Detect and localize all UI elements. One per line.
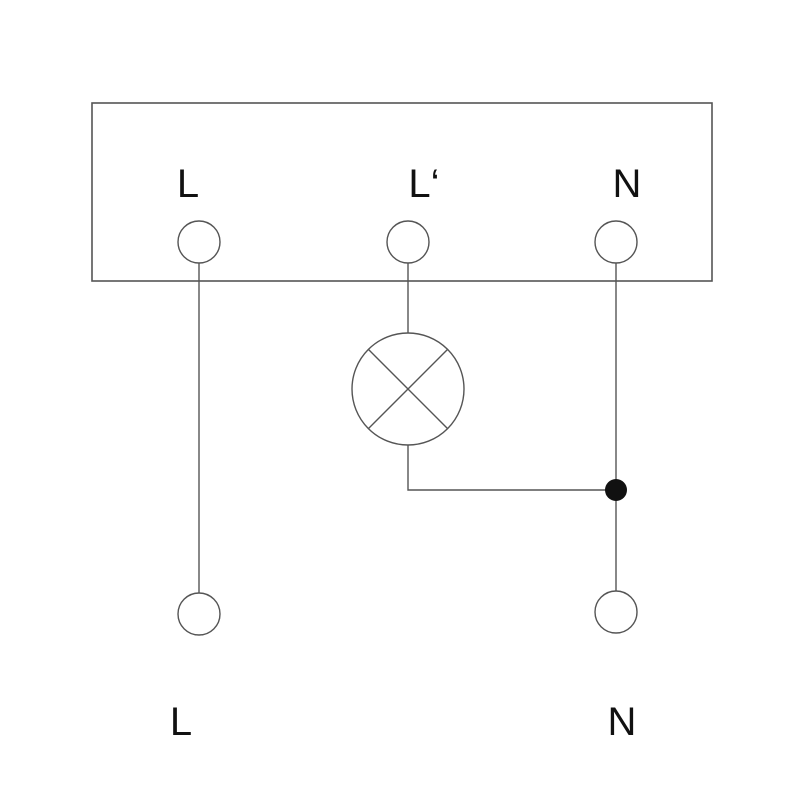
lamp-cross-b [367, 348, 449, 430]
terminal-l-prime [386, 220, 430, 264]
terminal-l [177, 220, 221, 264]
bottom-terminal-l [177, 592, 221, 636]
label-n: N [613, 162, 642, 206]
bottom-label-l: L [170, 700, 192, 744]
bottom-label-n: N [608, 700, 637, 744]
label-l: L [177, 162, 199, 206]
wire-lamp-to-junction [407, 445, 616, 491]
bottom-terminal-n [594, 590, 638, 634]
lamp-symbol [351, 332, 465, 446]
junction-dot [605, 479, 627, 501]
terminal-n [594, 220, 638, 264]
label-l-prime: L‘ [408, 162, 439, 206]
